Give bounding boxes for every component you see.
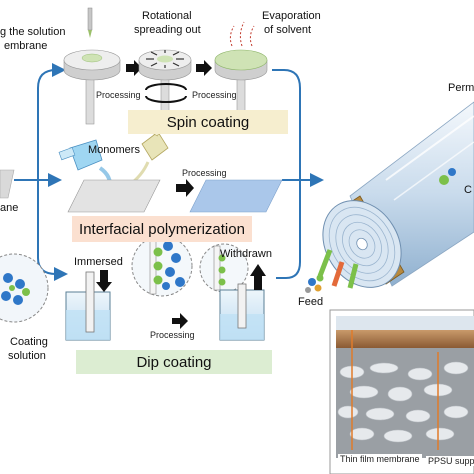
right-fragment-label: C: [464, 184, 472, 196]
spin-disc-2: [138, 49, 192, 125]
black-arrow-icon: [172, 313, 188, 329]
substrate-sheet: [67, 179, 161, 213]
spin-top-left-label-2: embrane: [4, 40, 48, 52]
processing-label-2: Processing: [192, 90, 237, 100]
membrane-cross-section: [329, 309, 474, 474]
interfacial-polymerization-band: Interfacial polymerization: [72, 216, 252, 242]
left-beaker-fragment: [0, 253, 49, 323]
feed-label: Feed: [298, 296, 324, 308]
monomers-label: Monomers: [88, 144, 140, 156]
ppsu-support-label: PPSU suppo: [426, 456, 474, 466]
spin-disc-1: [63, 49, 121, 125]
spin-coating-label: Spin coating: [166, 113, 250, 131]
black-arrow-icon: [126, 60, 142, 76]
down-arrow-icon: [96, 270, 112, 292]
zoom-coated: [199, 243, 249, 293]
spin-top-left-label-1: g the solution: [0, 26, 66, 38]
evaporation-label-2: of solvent: [264, 24, 312, 36]
feed-molecules-icon: [305, 274, 324, 293]
processing-label-4: Processing: [150, 330, 195, 340]
flask-icon: [58, 139, 103, 171]
spiral-wound-module: [317, 101, 474, 289]
immersed-label: Immersed: [74, 256, 123, 268]
left-sheet-fragment: [0, 169, 15, 199]
spin-disc-3: [214, 49, 268, 125]
rotational-label-2: spreading out: [134, 24, 201, 36]
coated-sheet: [189, 179, 283, 213]
flow-arrows: [14, 63, 324, 281]
rotation-arrow-icon: [145, 95, 187, 103]
evaporation-icon: [229, 21, 255, 47]
interfacial-row: [58, 123, 283, 213]
permeate-fragment-label: Perm: [448, 82, 474, 94]
black-arrow-icon: [196, 60, 212, 76]
left-fragment-label: ane: [0, 202, 19, 214]
coating-solution-label-1: Coating: [10, 336, 48, 348]
processing-label-3: Processing: [182, 168, 227, 178]
rotational-label-1: Rotational: [142, 10, 192, 22]
black-arrow-icon: [176, 179, 194, 197]
zoom-molecules: [131, 235, 193, 297]
evaporation-label-1: Evaporation: [262, 10, 321, 22]
up-arrow-icon: [250, 264, 266, 290]
dip-coating-label: Dip coating: [136, 353, 212, 371]
coating-solution-label-2: solution: [8, 350, 46, 362]
thin-film-membrane-label: Thin film membrane: [338, 454, 422, 464]
beaker-2: [219, 264, 266, 341]
spin-coating-band: Spin coating: [128, 110, 288, 134]
beaker-1: [65, 270, 112, 341]
spin-coating-row: [63, 7, 268, 125]
dip-coating-band: Dip coating: [76, 350, 272, 374]
stream-arrows: [317, 249, 359, 289]
interfacial-polymerization-label: Interfacial polymerization: [79, 220, 245, 238]
processing-label-1: Processing: [96, 90, 141, 100]
dip-coating-row: [65, 235, 266, 341]
pipette-icon: [87, 7, 93, 38]
withdrawn-label: Withdrawn: [220, 248, 272, 260]
